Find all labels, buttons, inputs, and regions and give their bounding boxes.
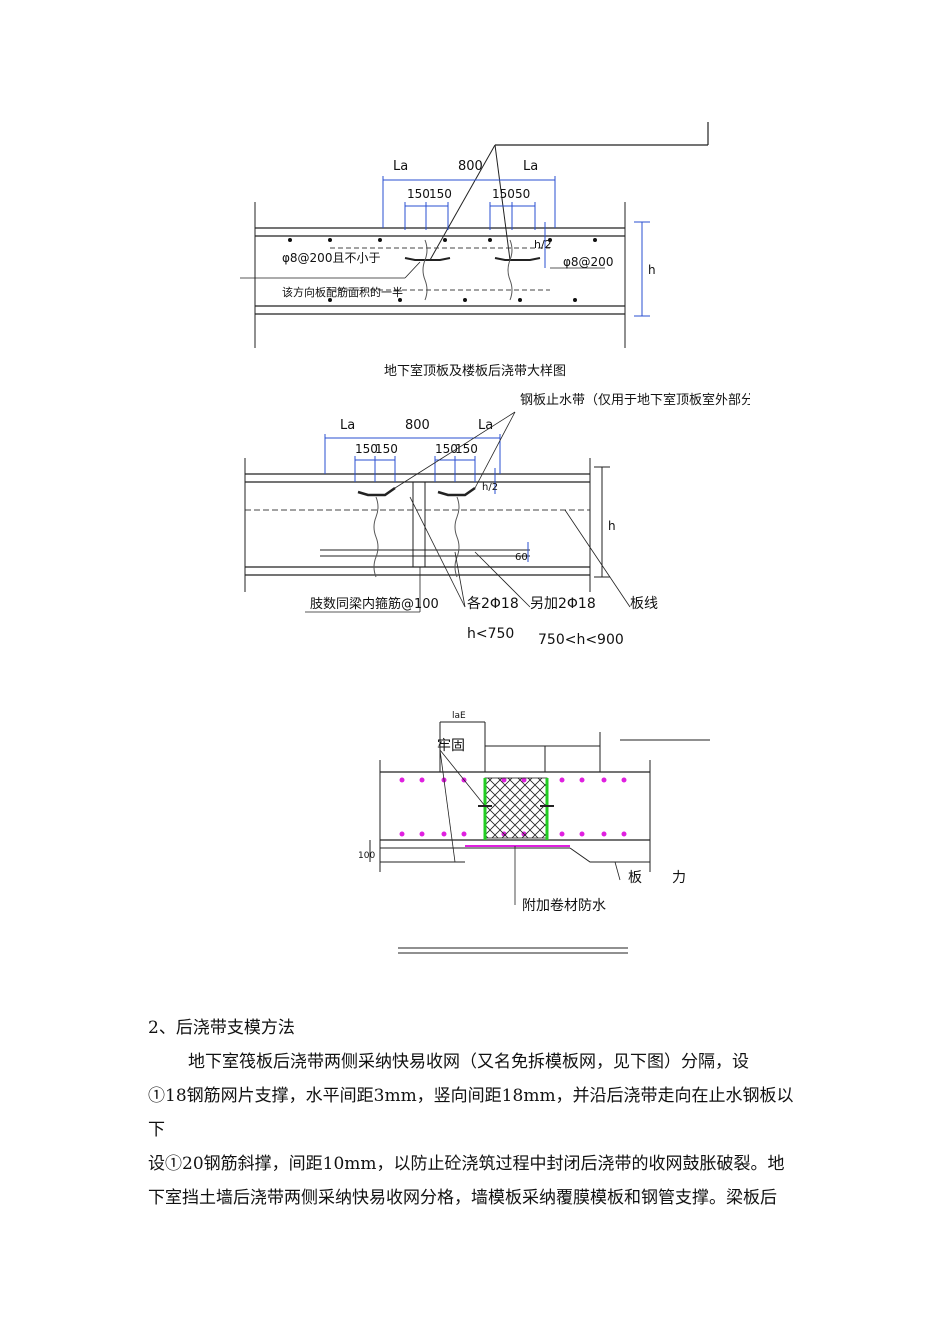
- dim-h: h: [608, 519, 616, 533]
- dim-right-a: 150: [492, 187, 515, 201]
- annotation-h-range: 750<h<900: [538, 632, 624, 648]
- dim-right-b: 50: [515, 187, 530, 201]
- annotation-right: φ8@200: [563, 255, 613, 269]
- figure-raft-post-pour-strip: laE 100 牢固 板 力 附加卷材防水: [358, 711, 710, 954]
- annotation-waterproof: 附加卷材防水: [522, 898, 606, 914]
- annotation-bars-each: 各2Φ18: [467, 596, 519, 612]
- dim-h2: h/2: [534, 238, 552, 251]
- paragraph-line: 设①20钢筋斜撑，间距10mm，以防止砼浇筑过程中封闭后浇带的收网鼓胀破裂。地: [148, 1154, 785, 1174]
- section-heading: 2、后浇带支模方法: [148, 1018, 295, 1038]
- annotation-force: 力: [672, 870, 686, 886]
- dim-la-left: La: [340, 418, 355, 433]
- annotation-secure: 牢固: [437, 738, 465, 754]
- dim-left-a: 150: [355, 442, 378, 456]
- dim-right-b: 150: [455, 442, 478, 456]
- annotation-slab-line: 板线: [630, 596, 658, 612]
- dim-100: 100: [358, 851, 375, 861]
- dim-h2: h/2: [482, 482, 498, 493]
- figure1-caption: 地下室顶板及楼板后浇带大样图: [383, 364, 566, 379]
- figure-beam-post-pour-strip: La 800 La 150 150 150 150 h/2 h 60 钢板止水带…: [244, 392, 750, 648]
- annotation-extra-bars: 另加2Φ18: [530, 596, 596, 612]
- dim-la-right: La: [523, 159, 538, 174]
- dim-right-a: 150: [435, 442, 458, 456]
- dim-la-right: La: [478, 418, 493, 433]
- dim-top: laE: [452, 711, 466, 721]
- annotation-h-less: h<750: [467, 626, 514, 642]
- annotation-slab: 板: [628, 870, 642, 886]
- annotation-left-2: 该方向板配筋面积的一半: [282, 285, 403, 299]
- dim-60: 60: [515, 552, 528, 563]
- dim-span: 800: [458, 159, 483, 174]
- annotation-stirrup: 肢数同梁内箍筋@100: [310, 596, 439, 612]
- dim-span: 800: [405, 418, 430, 433]
- annotation-left-1: φ8@200且不小于: [282, 251, 380, 265]
- figure-slab-post-pour-strip: La 800 La 150 150 150 50 h/2 h φ8@200且不小…: [240, 122, 709, 348]
- dim-left-b: 150: [429, 187, 452, 201]
- paragraph-line: ①18钢筋网片支撑，水平间距3mm，竖向间距18mm，并沿后浇带走向在止水钢板以…: [148, 1086, 794, 1140]
- annotation-waterstop: 钢板止水带（仅用于地下室顶板室外部分）: [520, 392, 750, 408]
- dim-h: h: [648, 263, 656, 277]
- paragraph-line: 下室挡土墙后浇带两侧采纳快易收网分格，墙模板采纳覆膜模板和钢管支撑。梁板后: [148, 1188, 777, 1208]
- section-paragraph: 地下室筏板后浇带两侧采纳快易收网（又名免拆模板网，见下图）分隔，设 ①18钢筋网…: [148, 1045, 808, 1215]
- paragraph-line: 地下室筏板后浇带两侧采纳快易收网（又名免拆模板网，见下图）分隔，设: [188, 1052, 749, 1072]
- dim-left-a: 150: [407, 187, 430, 201]
- dim-left-b: 150: [375, 442, 398, 456]
- dim-la-left: La: [393, 159, 408, 174]
- rebar-dots: [288, 238, 597, 302]
